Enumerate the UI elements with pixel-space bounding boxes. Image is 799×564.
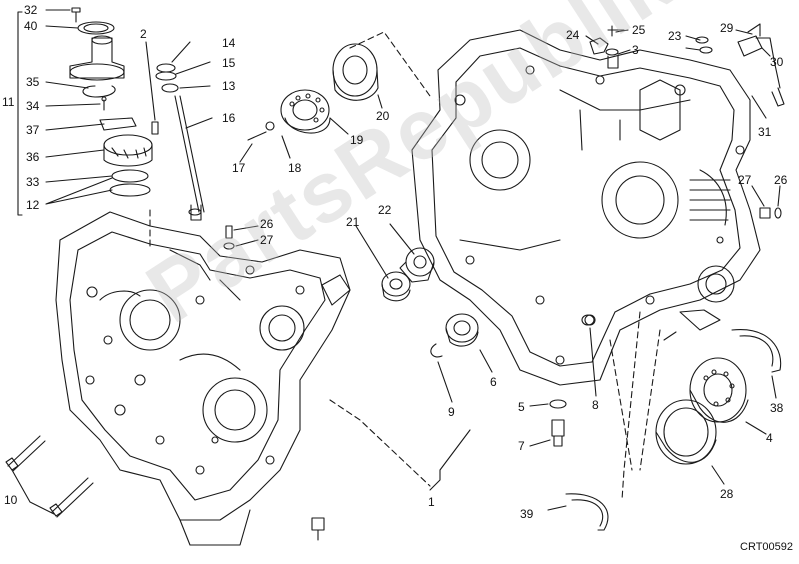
left-crankcase-half	[55, 211, 351, 546]
callout-11: 11	[2, 95, 15, 109]
part-1-leader	[429, 429, 471, 491]
callout-10: 10	[4, 493, 18, 507]
callout-28: 28	[720, 487, 734, 501]
callout-31: 31	[758, 125, 772, 139]
callout-25: 25	[632, 23, 646, 37]
callout-33: 33	[26, 175, 40, 189]
callout-20: 20	[376, 109, 390, 123]
side-bearings-and-seals	[547, 309, 782, 531]
callout-24: 24	[566, 28, 580, 42]
callout-32: 32	[24, 3, 38, 17]
callout-8: 8	[592, 398, 599, 412]
left-dowels	[223, 225, 325, 541]
callout-6: 6	[490, 375, 497, 389]
callout-36: 36	[26, 150, 40, 164]
callout-15: 15	[222, 56, 236, 70]
callout-16: 16	[222, 111, 236, 125]
callout-18: 18	[288, 161, 302, 175]
callout-21: 21	[346, 215, 360, 229]
callout-5: 5	[518, 400, 525, 414]
callout-26-left: 26	[260, 217, 274, 231]
right-dowels	[751, 185, 782, 219]
callout-40: 40	[24, 19, 38, 33]
callout-38: 38	[770, 401, 784, 415]
top-right-fittings	[585, 23, 785, 119]
callout-7: 7	[518, 439, 525, 453]
callout-14: 14	[222, 36, 236, 50]
callout-22: 22	[378, 203, 392, 217]
callout-29: 29	[720, 21, 734, 35]
callout-1: 1	[428, 495, 435, 509]
group-11-bracket	[17, 11, 23, 216]
callout-23: 23	[668, 29, 682, 43]
callout-2: 2	[140, 27, 147, 41]
right-crankcase-half	[411, 29, 761, 386]
callout-17: 17	[232, 161, 246, 175]
reference-code: CRT00592	[740, 541, 793, 553]
callout-19: 19	[350, 133, 364, 147]
callout-39: 39	[520, 507, 534, 521]
main-bearings	[239, 43, 383, 163]
callout-9: 9	[448, 405, 455, 419]
callout-35: 35	[26, 75, 40, 89]
callout-37: 37	[26, 123, 40, 137]
callout-27-left: 27	[260, 233, 274, 247]
oil-pump-stack	[45, 7, 153, 205]
center-bearings	[355, 223, 493, 403]
callout-12: 12	[26, 198, 40, 212]
callout-13: 13	[222, 79, 236, 93]
callout-26-right: 26	[774, 173, 788, 187]
callout-4: 4	[766, 431, 773, 445]
dowel-and-rod	[145, 41, 213, 221]
drain-plug	[529, 314, 597, 447]
assembly-lines	[149, 31, 661, 501]
callout-30: 30	[770, 55, 784, 69]
long-bolts	[5, 435, 94, 518]
callout-34: 34	[26, 99, 40, 113]
callout-3: 3	[632, 43, 639, 57]
callout-27-right: 27	[738, 173, 752, 187]
